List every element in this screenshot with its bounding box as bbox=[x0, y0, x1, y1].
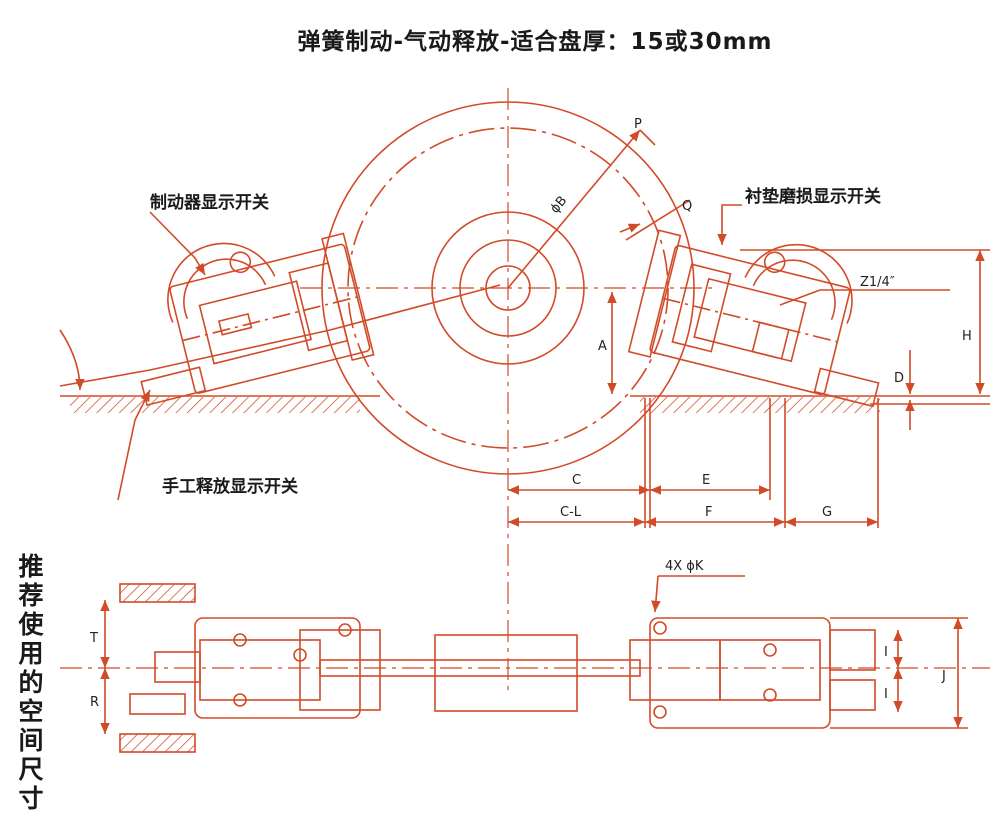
page-title: 弹簧制动-气动释放-适合盘厚：15或30mm bbox=[297, 29, 773, 55]
dim-c-l: C-L bbox=[560, 505, 582, 520]
brake-disc bbox=[300, 88, 716, 690]
brake-switch-label: 制动器显示开关 bbox=[150, 193, 269, 213]
dim-i-top: I bbox=[884, 645, 888, 660]
bolt-holes-label: 4X ϕK bbox=[665, 559, 704, 574]
dim-c: C bbox=[572, 473, 581, 488]
left-caliper-side bbox=[140, 232, 375, 407]
wear-switch-label: 衬垫磨损显示开关 bbox=[745, 187, 881, 207]
dim-f: F bbox=[705, 505, 712, 520]
recommended-space-label: 推荐使用的空间尺寸 bbox=[18, 552, 44, 813]
thread-label: Z1/4″ bbox=[860, 275, 895, 290]
dim-t: T bbox=[89, 631, 98, 646]
dim-j: J bbox=[941, 669, 946, 684]
dim-e: E bbox=[702, 473, 710, 488]
right-caliper-side bbox=[627, 229, 880, 408]
dim-p: P bbox=[634, 117, 642, 132]
dim-g: G bbox=[822, 505, 832, 520]
dim-r: R bbox=[90, 695, 99, 710]
dim-h: H bbox=[962, 329, 972, 344]
dim-d: D bbox=[894, 371, 904, 386]
dim-i-bottom: I bbox=[884, 687, 888, 702]
right-caliper-plan bbox=[629, 617, 876, 729]
dim-b: ϕB bbox=[548, 194, 571, 217]
manual-release-switch-label: 手工释放显示开关 bbox=[162, 477, 298, 497]
dim-q: Q bbox=[682, 199, 692, 214]
dim-a: A bbox=[598, 339, 607, 354]
disc-plan bbox=[434, 634, 578, 712]
left-caliper-plan bbox=[119, 583, 641, 753]
